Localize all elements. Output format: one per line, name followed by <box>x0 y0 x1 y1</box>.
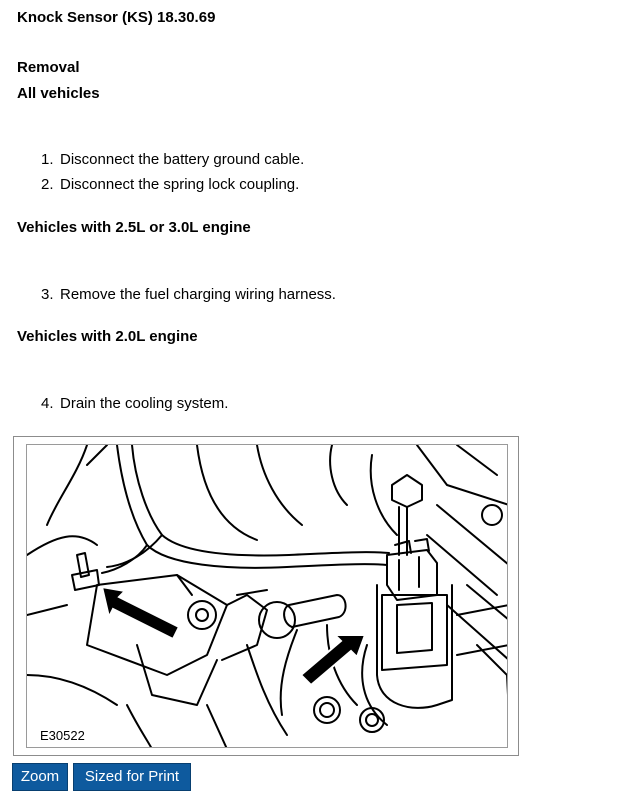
knock-sensor-diagram <box>27 445 507 747</box>
step-2: 2. Disconnect the spring lock coupling. <box>41 176 299 193</box>
sized-for-print-button[interactable]: Sized for Print <box>73 763 191 791</box>
arrow-right <box>299 634 367 687</box>
step-number: 3. <box>41 286 54 303</box>
arrow-left <box>100 585 181 641</box>
figure-frame: E30522 <box>13 436 519 756</box>
step-4: 4. Drain the cooling system. <box>41 395 228 412</box>
zoom-button[interactable]: Zoom <box>12 763 68 791</box>
step-number: 4. <box>41 395 54 412</box>
step-number: 2. <box>41 176 54 193</box>
engine-heading-2-0: Vehicles with 2.0L engine <box>17 328 198 345</box>
step-text: Disconnect the battery ground cable. <box>60 151 305 168</box>
figure-label: E30522 <box>38 728 87 743</box>
step-3: 3. Remove the fuel charging wiring harnes… <box>41 286 336 303</box>
section-heading: Removal <box>17 59 80 76</box>
step-1: 1. Disconnect the battery ground cable. <box>41 151 304 168</box>
page-title: Knock Sensor (KS) 18.30.69 <box>17 9 216 26</box>
step-number: 1. <box>41 151 54 168</box>
figure-illustration <box>26 444 508 748</box>
step-text: Remove the fuel charging wiring harness. <box>60 286 336 303</box>
step-text: Drain the cooling system. <box>60 395 229 412</box>
engine-heading-2-5-3-0: Vehicles with 2.5L or 3.0L engine <box>17 219 251 236</box>
subsection-heading: All vehicles <box>17 85 100 102</box>
step-text: Disconnect the spring lock coupling. <box>60 176 300 193</box>
